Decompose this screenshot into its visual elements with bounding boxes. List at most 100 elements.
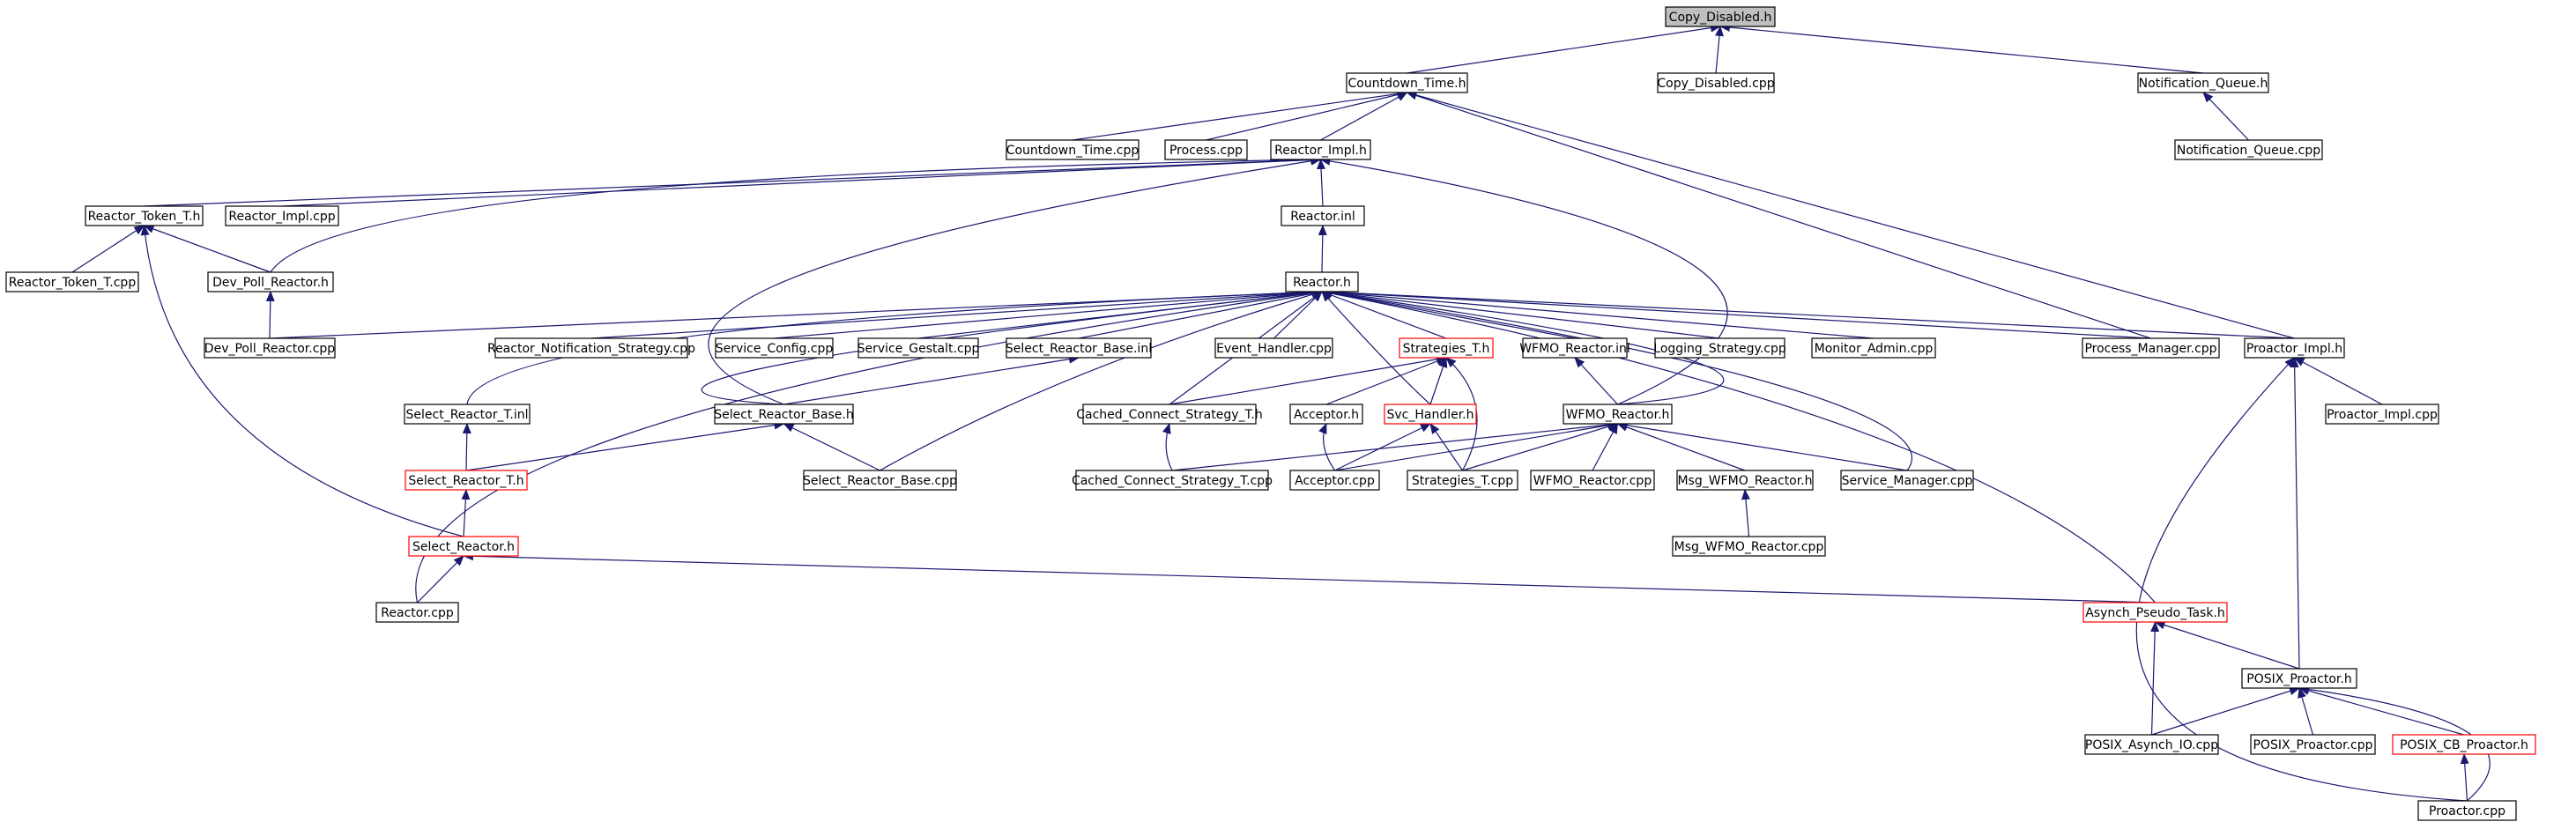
dev-poll-reactor-h-label: Dev_Poll_Reactor.h <box>212 276 329 290</box>
process-manager-cpp-box <box>2082 337 2220 359</box>
logging-strategy-cpp-box <box>1654 337 1785 359</box>
reactor-notification-strategy-cpp-label: Reactor_Notification_Strategy.cpp <box>487 342 695 356</box>
edge-reactor-impl-cpp-to-reactor-impl-h <box>281 155 1322 207</box>
select-reactor-t-inl-node[interactable]: Select_Reactor_T.inl <box>404 404 531 425</box>
copy-disabled-cpp-node[interactable]: Copy_Disabled.cpp <box>1657 72 1775 93</box>
countdown-time-cpp-node[interactable]: Countdown_Time.cpp <box>1006 139 1140 160</box>
logging-strategy-cpp-node[interactable]: Logging_Strategy.cpp <box>1653 337 1786 359</box>
notification-queue-h-node[interactable]: Notification_Queue.h <box>2137 72 2269 93</box>
strategies-t-h-node[interactable]: Strategies_T.h <box>1399 337 1494 359</box>
notification-queue-cpp-node[interactable]: Notification_Queue.cpp <box>2174 139 2323 160</box>
service-manager-cpp-node[interactable]: Service_Manager.cpp <box>1840 470 1974 491</box>
wfmo-reactor-h-node[interactable]: WFMO_Reactor.h <box>1563 404 1673 425</box>
service-config-cpp-node[interactable]: Service_Config.cpp <box>715 337 834 359</box>
edge-svc-handler-h-to-strategies-t-h <box>1429 357 1448 405</box>
reactor-token-t-h-node[interactable]: Reactor_Token_T.h <box>85 205 204 226</box>
acceptor-h-node[interactable]: Acceptor.h <box>1289 404 1363 425</box>
edge-service-manager-cpp-to-wfmo-reactor-h <box>1616 420 1908 471</box>
edge-dev-poll-reactor-h-to-reactor-impl-h <box>270 155 1322 273</box>
monitor-admin-cpp-node[interactable]: Monitor_Admin.cpp <box>1811 337 1936 359</box>
edge-posix-proactor-cpp-to-posix-proactor-h <box>2298 687 2314 736</box>
posix-cb-proactor-h-node[interactable]: POSIX_CB_Proactor.h <box>2392 734 2536 755</box>
countdown-time-cpp-box <box>1006 139 1140 160</box>
edge-select-reactor-t-inl-to-reactor-h <box>466 287 1323 405</box>
edge-wfmo-reactor-cpp-to-wfmo-reactor-h <box>1592 423 1619 471</box>
service-manager-cpp-label: Service_Manager.cpp <box>1842 474 1973 488</box>
wfmo-reactor-inl-node[interactable]: WFMO_Reactor.inl <box>1519 337 1630 359</box>
posix-proactor-cpp-label: POSIX_Proactor.cpp <box>2253 738 2372 752</box>
edge-logging-strategy-cpp-to-reactor-h <box>1321 288 1720 339</box>
select-reactor-base-h-node[interactable]: Select_Reactor_Base.h <box>714 404 854 425</box>
msg-wfmo-reactor-cpp-node[interactable]: Msg_WFMO_Reactor.cpp <box>1672 536 1826 557</box>
reactor-token-t-cpp-node[interactable]: Reactor_Token_T.cpp <box>5 271 139 293</box>
acceptor-cpp-node[interactable]: Acceptor.cpp <box>1289 470 1380 491</box>
reactor-notification-strategy-cpp-node[interactable]: Reactor_Notification_Strategy.cpp <box>487 337 695 359</box>
posix-proactor-cpp-node[interactable]: POSIX_Proactor.cpp <box>2250 734 2376 755</box>
reactor-impl-h-box <box>1270 139 1371 160</box>
process-manager-cpp-node[interactable]: Process_Manager.cpp <box>2082 337 2220 359</box>
reactor-inl-node[interactable]: Reactor.inl <box>1281 205 1365 226</box>
select-reactor-h-box <box>408 536 519 557</box>
copy-disabled-h-box <box>1665 6 1776 27</box>
select-reactor-h-node[interactable]: Select_Reactor.h <box>408 536 519 557</box>
proactor-impl-cpp-node[interactable]: Proactor_Impl.cpp <box>2325 404 2439 425</box>
wfmo-reactor-inl-box <box>1522 337 1628 359</box>
select-reactor-base-cpp-node[interactable]: Select_Reactor_Base.cpp <box>803 470 957 491</box>
asynch-pseudo-task-h-node[interactable]: Asynch_Pseudo_Task.h <box>2082 602 2228 623</box>
service-config-cpp-box <box>715 337 834 359</box>
cached-connect-strategy-t-h-node[interactable]: Cached_Connect_Strategy_T.h <box>1076 404 1263 425</box>
acceptor-h-label: Acceptor.h <box>1294 408 1359 422</box>
proactor-cpp-node[interactable]: Proactor.cpp <box>2417 800 2517 821</box>
service-gestalt-cpp-node[interactable]: Service_Gestalt.cpp <box>857 337 980 359</box>
countdown-time-h-label: Countdown_Time.h <box>1348 77 1466 91</box>
select-reactor-h-label: Select_Reactor.h <box>412 540 515 554</box>
msg-wfmo-reactor-h-label: Msg_WFMO_Reactor.h <box>1677 474 1812 488</box>
svc-handler-h-label: Svc_Handler.h <box>1386 408 1474 422</box>
reactor-impl-h-node[interactable]: Reactor_Impl.h <box>1270 139 1371 160</box>
countdown-time-h-node[interactable]: Countdown_Time.h <box>1346 72 1468 93</box>
reactor-token-t-cpp-box <box>5 271 139 293</box>
posix-cb-proactor-h-box <box>2392 734 2536 755</box>
logging-strategy-cpp-label: Logging_Strategy.cpp <box>1653 342 1786 356</box>
strategies-t-h-box <box>1399 337 1494 359</box>
posix-asynch-io-cpp-node[interactable]: POSIX_Asynch_IO.cpp <box>2084 734 2219 755</box>
acceptor-cpp-box <box>1289 470 1380 491</box>
dev-poll-reactor-cpp-node[interactable]: Dev_Poll_Reactor.cpp <box>204 337 336 359</box>
dev-poll-reactor-h-node[interactable]: Dev_Poll_Reactor.h <box>207 271 334 293</box>
countdown-time-cpp-label: Countdown_Time.cpp <box>1006 144 1140 158</box>
reactor-impl-cpp-node[interactable]: Reactor_Impl.cpp <box>225 205 339 226</box>
posix-asynch-io-cpp-box <box>2084 734 2219 755</box>
reactor-cpp-node[interactable]: Reactor.cpp <box>375 602 459 623</box>
edge-cached-connect-strategy-t-cpp-to-wfmo-reactor-h <box>1171 420 1619 471</box>
dependency-edges <box>71 23 2491 802</box>
reactor-h-node[interactable]: Reactor.h <box>1285 271 1359 293</box>
wfmo-reactor-cpp-node[interactable]: WFMO_Reactor.cpp <box>1530 470 1655 491</box>
reactor-h-label: Reactor.h <box>1293 276 1351 290</box>
edge-select-reactor-base-cpp-to-reactor-h <box>880 290 1323 471</box>
wfmo-reactor-h-box <box>1563 404 1673 425</box>
select-reactor-base-inl-node[interactable]: Select_Reactor_Base.inl <box>1006 337 1152 359</box>
edge-cached-connect-strategy-t-h-to-strategies-t-h <box>1169 354 1447 405</box>
msg-wfmo-reactor-h-node[interactable]: Msg_WFMO_Reactor.h <box>1676 470 1814 491</box>
svc-handler-h-node[interactable]: Svc_Handler.h <box>1384 404 1477 425</box>
proactor-impl-h-node[interactable]: Proactor_Impl.h <box>2244 337 2345 359</box>
service-manager-cpp-box <box>1840 470 1974 491</box>
strategies-t-cpp-node[interactable]: Strategies_T.cpp <box>1407 470 1518 491</box>
edge-select-reactor-base-h-to-select-reactor-base-inl <box>783 354 1080 405</box>
service-gestalt-cpp-label: Service_Gestalt.cpp <box>857 342 980 356</box>
copy-disabled-h-label: Copy_Disabled.h <box>1669 11 1772 25</box>
reactor-token-t-cpp-label: Reactor_Token_T.cpp <box>9 276 137 290</box>
select-reactor-t-h-node[interactable]: Select_Reactor_T.h <box>405 470 528 491</box>
posix-proactor-h-node[interactable]: POSIX_Proactor.h <box>2241 668 2357 689</box>
edge-process-manager-cpp-to-reactor-h <box>1321 287 2151 339</box>
process-manager-cpp-label: Process_Manager.cpp <box>2084 342 2216 356</box>
process-cpp-node[interactable]: Process.cpp <box>1164 139 1248 160</box>
event-handler-cpp-node[interactable]: Event_Handler.cpp <box>1214 337 1333 359</box>
select-reactor-t-h-label: Select_Reactor_T.h <box>408 474 523 488</box>
edge-proactor-cpp-to-posix-proactor-h <box>2298 685 2491 802</box>
strategies-t-cpp-box <box>1407 470 1518 491</box>
copy-disabled-h-node[interactable]: Copy_Disabled.h <box>1665 6 1776 27</box>
cached-connect-strategy-t-cpp-node[interactable]: Cached_Connect_Strategy_T.cpp <box>1072 470 1273 491</box>
service-gestalt-cpp-box <box>857 337 979 359</box>
